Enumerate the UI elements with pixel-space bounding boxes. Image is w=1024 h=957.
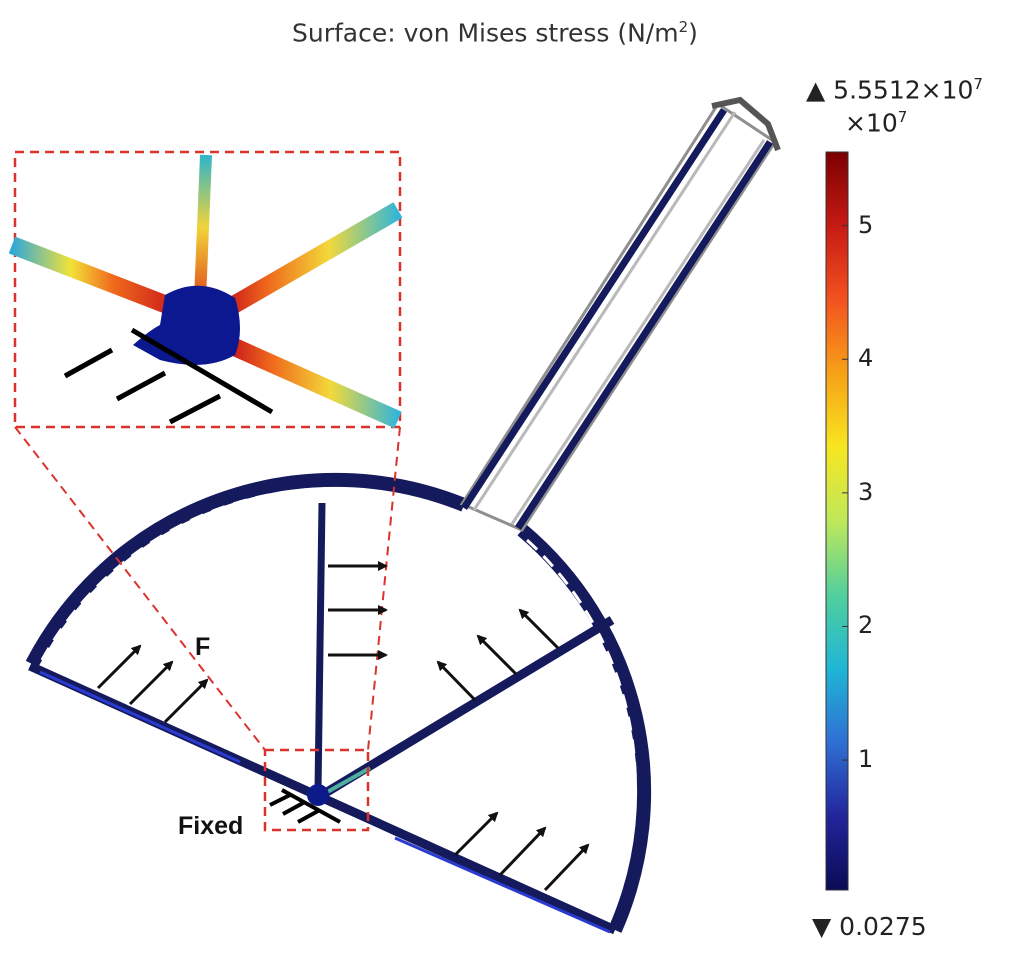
colorbar-multiplier: ×107 bbox=[845, 108, 908, 138]
zoom-beam-right-upper bbox=[220, 202, 403, 318]
colorbar-tick-label: 2 bbox=[858, 611, 874, 640]
colorbar-tick-label: 4 bbox=[858, 344, 874, 373]
zoom-beam-top bbox=[194, 154, 212, 301]
force-arrow-icon bbox=[163, 678, 209, 724]
zoom-connector-right bbox=[367, 426, 401, 751]
colorbar-ticks bbox=[842, 225, 848, 761]
zoom-source-box bbox=[263, 748, 370, 832]
outer-rim bbox=[25, 472, 467, 668]
stem-right-rail bbox=[515, 140, 773, 530]
force-label: F bbox=[195, 633, 211, 661]
zoom-hatch-2 bbox=[115, 370, 167, 402]
outer-rim-right-dash bbox=[525, 538, 637, 923]
stem-tip bbox=[711, 96, 781, 152]
zoom-fixed-line bbox=[130, 327, 274, 415]
base-beam-highlight bbox=[39, 670, 241, 764]
force-arrow-icon bbox=[476, 634, 518, 676]
stem-inner-rail bbox=[472, 111, 737, 511]
zoom-hatch-1 bbox=[63, 347, 114, 379]
force-arrows bbox=[96, 561, 590, 892]
zoom-callout bbox=[8, 150, 403, 832]
colorbar bbox=[825, 151, 849, 891]
vertical-beam bbox=[314, 502, 326, 791]
stem-inner-rail-2 bbox=[510, 139, 766, 525]
colorbar-tick-label: 3 bbox=[858, 477, 874, 506]
force-arrow-icon bbox=[453, 811, 499, 857]
colorbar-max-label: ▲ 5.5512×107 bbox=[806, 75, 983, 105]
force-arrow-icon bbox=[96, 644, 142, 690]
stem-left-rail bbox=[461, 108, 727, 510]
force-arrow-icon bbox=[543, 843, 590, 892]
colorbar-tick-label: 1 bbox=[858, 745, 874, 774]
fixed-support-icon bbox=[269, 788, 341, 824]
plot-title: Surface: von Mises stress (N/m2) bbox=[292, 18, 698, 48]
zoom-beam-right-lower bbox=[226, 336, 402, 429]
base-beam-highlight-2 bbox=[394, 836, 611, 934]
colorbar-min-label: ▼ 0.0275 bbox=[812, 912, 927, 941]
hub bbox=[307, 784, 329, 806]
stem-outer bbox=[459, 101, 778, 532]
structure bbox=[25, 96, 781, 935]
diagonal-beam bbox=[319, 616, 615, 799]
zoom-connector-left bbox=[14, 426, 266, 751]
colorbar-scale bbox=[825, 151, 849, 891]
fixed-label: Fixed bbox=[178, 812, 244, 840]
zoom-hatch-3 bbox=[168, 393, 222, 425]
diagonal-beam-gradient bbox=[321, 766, 371, 797]
force-arrow-icon bbox=[518, 608, 560, 650]
zoom-beam-left-upper bbox=[8, 236, 184, 319]
outer-rim-right bbox=[517, 524, 652, 933]
force-arrow-icon bbox=[498, 826, 547, 877]
colorbar-tick-label: 5 bbox=[858, 210, 874, 239]
force-arrow-icon bbox=[436, 660, 477, 702]
force-arrow-icon bbox=[128, 660, 174, 706]
